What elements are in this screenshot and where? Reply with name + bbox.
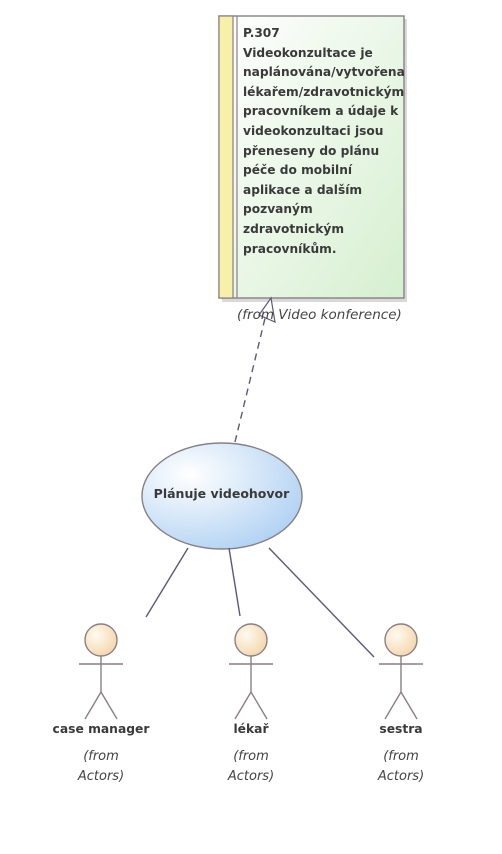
actor-name-case-manager: case manager xyxy=(52,722,150,736)
requirement-text: P.307 Videokonzultace je naplánována/vyt… xyxy=(243,26,405,256)
requirement-box[interactable] xyxy=(218,15,405,299)
requirement-stripe xyxy=(218,15,234,299)
actor-from-lekar: (from Actors) xyxy=(227,749,275,784)
actor-from-case-manager: (from Actors) xyxy=(77,749,125,784)
requirement-from-label: (from Video konference) xyxy=(237,307,402,323)
association-sestra[interactable] xyxy=(268,547,375,658)
actor-name-sestra: sestra xyxy=(379,722,423,736)
realization-connector[interactable] xyxy=(234,305,269,443)
association-lekar[interactable] xyxy=(228,547,241,617)
actor-head-icon xyxy=(234,623,268,657)
actor-case-manager[interactable] xyxy=(79,623,123,720)
actor-sestra[interactable] xyxy=(379,623,423,720)
use-case-ellipse[interactable] xyxy=(141,442,303,550)
realization-arrowhead-icon xyxy=(258,296,276,323)
association-case-manager[interactable] xyxy=(145,547,189,618)
use-case-label: Plánuje videohovor xyxy=(153,486,290,501)
actor-from-sestra: (from Actors) xyxy=(377,749,425,784)
actor-lekar[interactable] xyxy=(229,623,273,720)
actor-head-icon xyxy=(84,623,118,657)
actor-name-lekar: lékař xyxy=(233,722,269,736)
actor-head-icon xyxy=(384,623,418,657)
